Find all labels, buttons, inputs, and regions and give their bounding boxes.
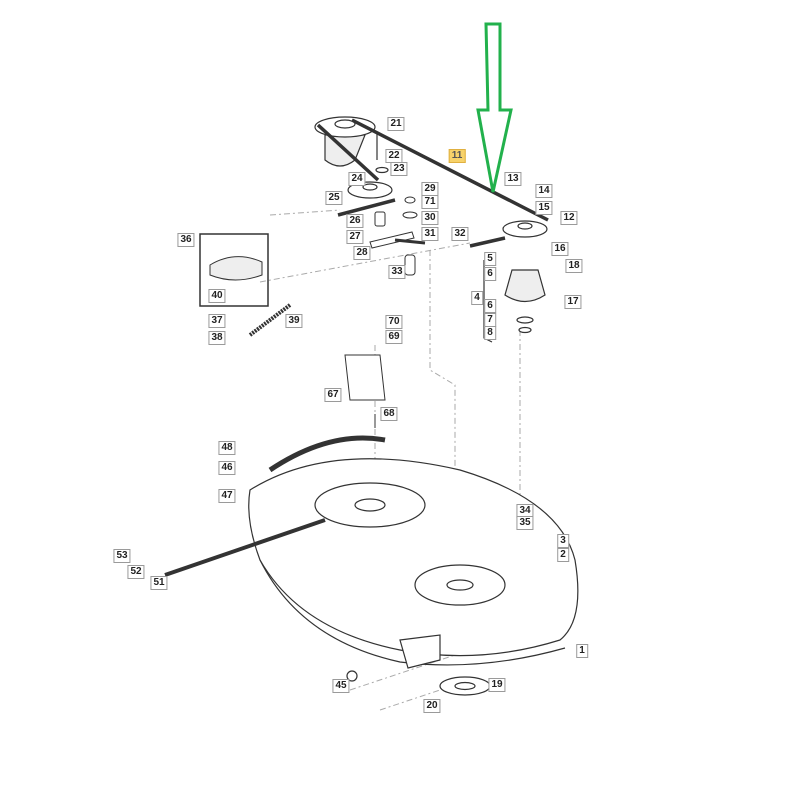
part-label[interactable]: 71 [421,195,439,209]
part-label[interactable]: 67 [324,388,342,402]
part-label-highlighted[interactable]: 11 [448,149,466,163]
part-label[interactable]: 52 [127,565,145,579]
part-label[interactable]: 33 [388,265,406,279]
part-label[interactable]: 15 [535,201,553,215]
part-label[interactable]: 13 [504,172,522,186]
part-label[interactable]: 38 [208,331,226,345]
part-label[interactable]: 21 [387,117,405,131]
part-label[interactable]: 8 [484,326,496,340]
part-label[interactable]: 23 [390,162,408,176]
part-label[interactable]: 39 [285,314,303,328]
highlight-arrow [476,22,513,193]
part-label[interactable]: 69 [385,330,403,344]
part-label[interactable]: 27 [346,230,364,244]
part-label[interactable]: 40 [208,289,226,303]
part-label[interactable]: 12 [560,211,578,225]
part-label[interactable]: 14 [535,184,553,198]
part-label[interactable]: 20 [423,699,441,713]
part-label[interactable]: 31 [421,227,439,241]
part-label[interactable]: 48 [218,441,236,455]
part-label[interactable]: 35 [516,516,534,530]
part-label[interactable]: 46 [218,461,236,475]
drive-belt [316,118,549,248]
part-label[interactable]: 7 [484,313,496,327]
idler-parts [199,196,426,428]
part-label[interactable]: 51 [150,576,168,590]
mower-deck [164,435,579,696]
part-label[interactable]: 16 [551,242,569,256]
pulley-assembly-left [314,116,393,199]
part-label[interactable]: 47 [218,489,236,503]
part-label[interactable]: 28 [353,246,371,260]
part-label[interactable]: 32 [451,227,469,241]
part-label[interactable]: 4 [471,291,483,305]
part-label[interactable]: 17 [564,295,582,309]
part-label[interactable]: 30 [421,211,439,225]
part-label[interactable]: 70 [385,315,403,329]
part-label[interactable]: 19 [488,678,506,692]
part-label[interactable]: 5 [484,252,496,266]
part-label[interactable]: 2 [557,548,569,562]
part-label[interactable]: 22 [385,149,403,163]
part-label[interactable]: 6 [484,267,496,281]
part-label[interactable]: 24 [348,172,366,186]
part-label[interactable]: 3 [557,534,569,548]
part-label[interactable]: 25 [325,191,343,205]
part-label[interactable]: 26 [346,214,364,228]
part-label[interactable]: 37 [208,314,226,328]
part-label[interactable]: 6 [484,299,496,313]
part-label[interactable]: 53 [113,549,131,563]
part-label[interactable]: 29 [421,182,439,196]
part-label[interactable]: 36 [177,233,195,247]
part-label[interactable]: 1 [576,644,588,658]
part-label[interactable]: 68 [380,407,398,421]
part-label[interactable]: 45 [332,679,350,693]
part-label[interactable]: 18 [565,259,583,273]
